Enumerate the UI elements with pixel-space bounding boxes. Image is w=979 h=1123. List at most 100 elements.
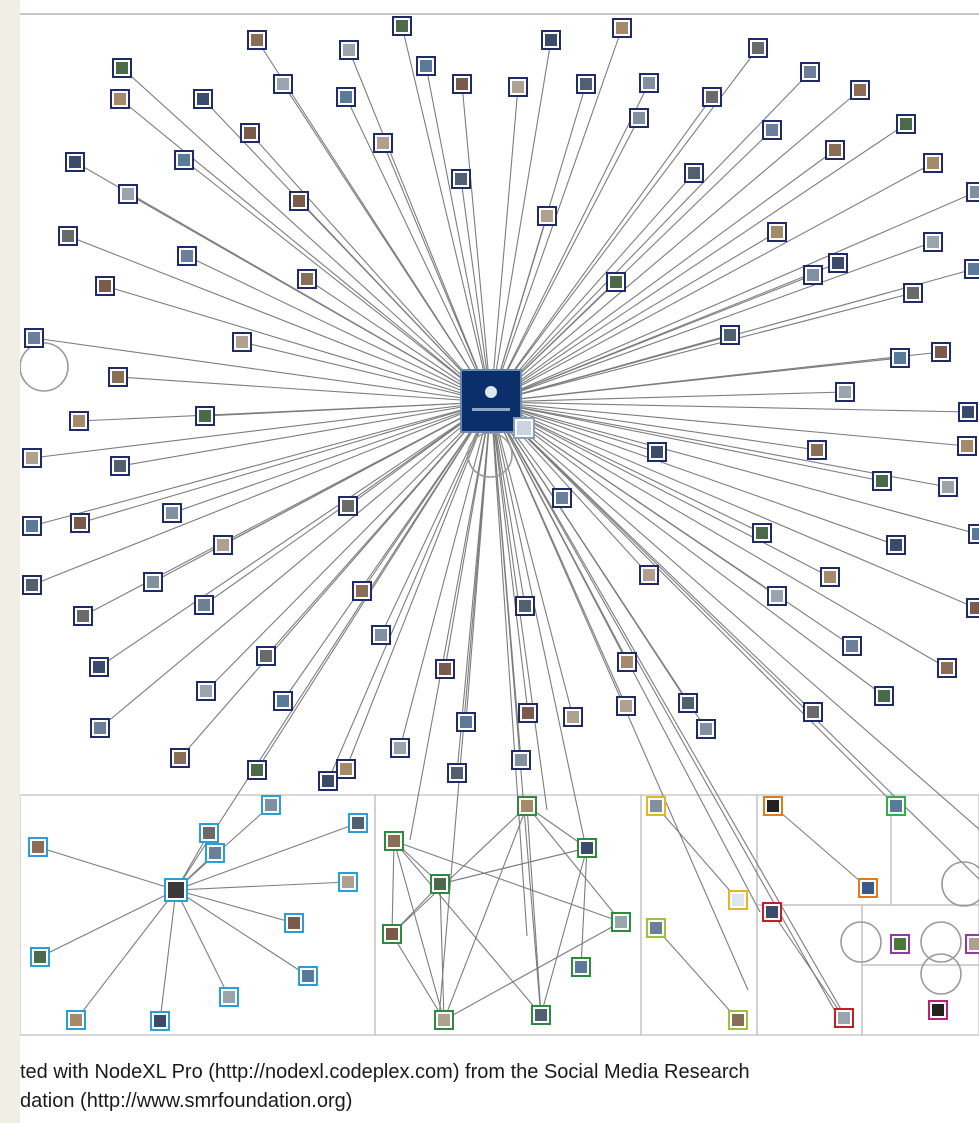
cluster1-node-12-image (209, 847, 221, 859)
hub-node (460, 369, 522, 433)
cluster2-node-8-image (438, 1014, 450, 1026)
edge-c1-1 (37, 846, 177, 891)
edge-hub-48 (33, 337, 492, 403)
edge-hub-15 (119, 98, 492, 403)
edge-hub-46 (490, 274, 814, 403)
node-98-image (251, 764, 263, 776)
edge-hub-49 (117, 376, 492, 403)
node-31-image (293, 195, 305, 207)
network-graph-panel[interactable] (20, 0, 979, 1040)
edge-hub-14 (121, 67, 492, 403)
edge-hub-25 (490, 149, 836, 403)
edge-hub-56 (31, 401, 492, 459)
edge-hub-34 (490, 191, 977, 403)
edge-hub-45 (490, 334, 731, 403)
cluster1-node-11-image (203, 827, 215, 839)
self-loop-4 (840, 921, 882, 963)
edge-hub-57 (119, 401, 492, 467)
cluster6-node-2-image (838, 1012, 850, 1024)
edge-hub-13 (490, 89, 861, 403)
node-1-image (251, 34, 263, 46)
hub-node-emblem (485, 386, 497, 398)
cluster2-node-4-image (581, 842, 593, 854)
edge-hub-81 (490, 401, 526, 607)
edge-hub-75 (490, 401, 831, 578)
node-85-image (941, 662, 953, 674)
node-54-image (894, 352, 906, 364)
cluster1-node-7-image (288, 917, 300, 929)
cluster-box-8 (861, 964, 979, 1036)
edge-hub-94 (490, 401, 707, 730)
self-loop-6 (920, 953, 962, 995)
node-84-image (846, 640, 858, 652)
edge-hub-22 (490, 117, 640, 403)
node-74-image (756, 527, 768, 539)
node-92-image (620, 700, 632, 712)
edge-hub-67 (79, 401, 492, 524)
cluster9-node-1-image (932, 1004, 944, 1016)
cluster1-node-1-image (32, 841, 44, 853)
cluster2-node-6-image (575, 961, 587, 973)
node-91-image (439, 663, 451, 675)
edge-c2-2 (391, 840, 395, 935)
edge-long-1 (175, 401, 492, 891)
self-loop-3 (941, 861, 979, 907)
edge-hub-6 (425, 65, 492, 403)
node-39-image (771, 226, 783, 238)
graph-edges (31, 25, 979, 1022)
edge-hub-51 (78, 401, 492, 422)
edge-hub-61 (490, 401, 818, 451)
node-82-image (375, 629, 387, 641)
node-105-image (451, 767, 463, 779)
node-72-image (198, 599, 210, 611)
node-100-image (322, 775, 334, 787)
cluster-boxes (20, 794, 979, 1036)
edge-hub-26 (490, 123, 907, 403)
edge-hub-62 (490, 401, 883, 482)
node-87-image (621, 656, 633, 668)
graph-caption: ted with NodeXL Pro (http://nodexl.codep… (20, 1058, 979, 1116)
node-86-image (878, 690, 890, 702)
edge-hub-79 (490, 401, 977, 609)
edge-long-4 (490, 401, 528, 937)
cluster1-node-10-image (265, 799, 277, 811)
node-2-image (396, 20, 408, 32)
edge-hub-10 (490, 82, 650, 403)
node-58-image (166, 507, 178, 519)
cluster1-center-node-image (168, 882, 184, 898)
edge-c2-3 (393, 840, 445, 1021)
node-6-image (420, 60, 432, 72)
node-7-image (456, 78, 468, 90)
cluster8-node-2-image (969, 938, 979, 950)
node-65-image (942, 481, 954, 493)
edge-hub-84 (490, 401, 853, 647)
edge-hub-39 (490, 231, 778, 403)
node-61-image (811, 444, 823, 456)
cluster-box-1 (20, 794, 376, 1036)
hub-node-label-bar (472, 408, 510, 411)
cluster2-node-9-image (535, 1009, 547, 1021)
edge-hub-91 (444, 401, 492, 670)
edge-hub-78 (490, 401, 979, 535)
cluster2-node-1-image (388, 835, 400, 847)
cluster3-node-1-image (650, 800, 662, 812)
network-graph[interactable] (20, 0, 979, 1040)
hub-secondary-node-image (517, 421, 531, 435)
node-76-image (890, 539, 902, 551)
node-26-image (900, 118, 912, 130)
edge-c1-5 (175, 889, 230, 998)
node-43-image (99, 280, 111, 292)
node-80-image (643, 569, 655, 581)
node-101-image (394, 742, 406, 754)
edge-hub-17 (282, 83, 492, 403)
node-81-image (519, 600, 531, 612)
edge-c3 (655, 805, 739, 901)
self-loop-1 (20, 342, 69, 392)
edge-hub-33 (490, 172, 695, 403)
edge-long-5 (490, 401, 542, 1019)
edge-hub-76 (490, 401, 897, 546)
edge-hub-66 (31, 401, 492, 527)
edge-hub-74 (490, 401, 763, 534)
cluster3-node-2-image (732, 894, 744, 906)
node-55-image (935, 346, 947, 358)
